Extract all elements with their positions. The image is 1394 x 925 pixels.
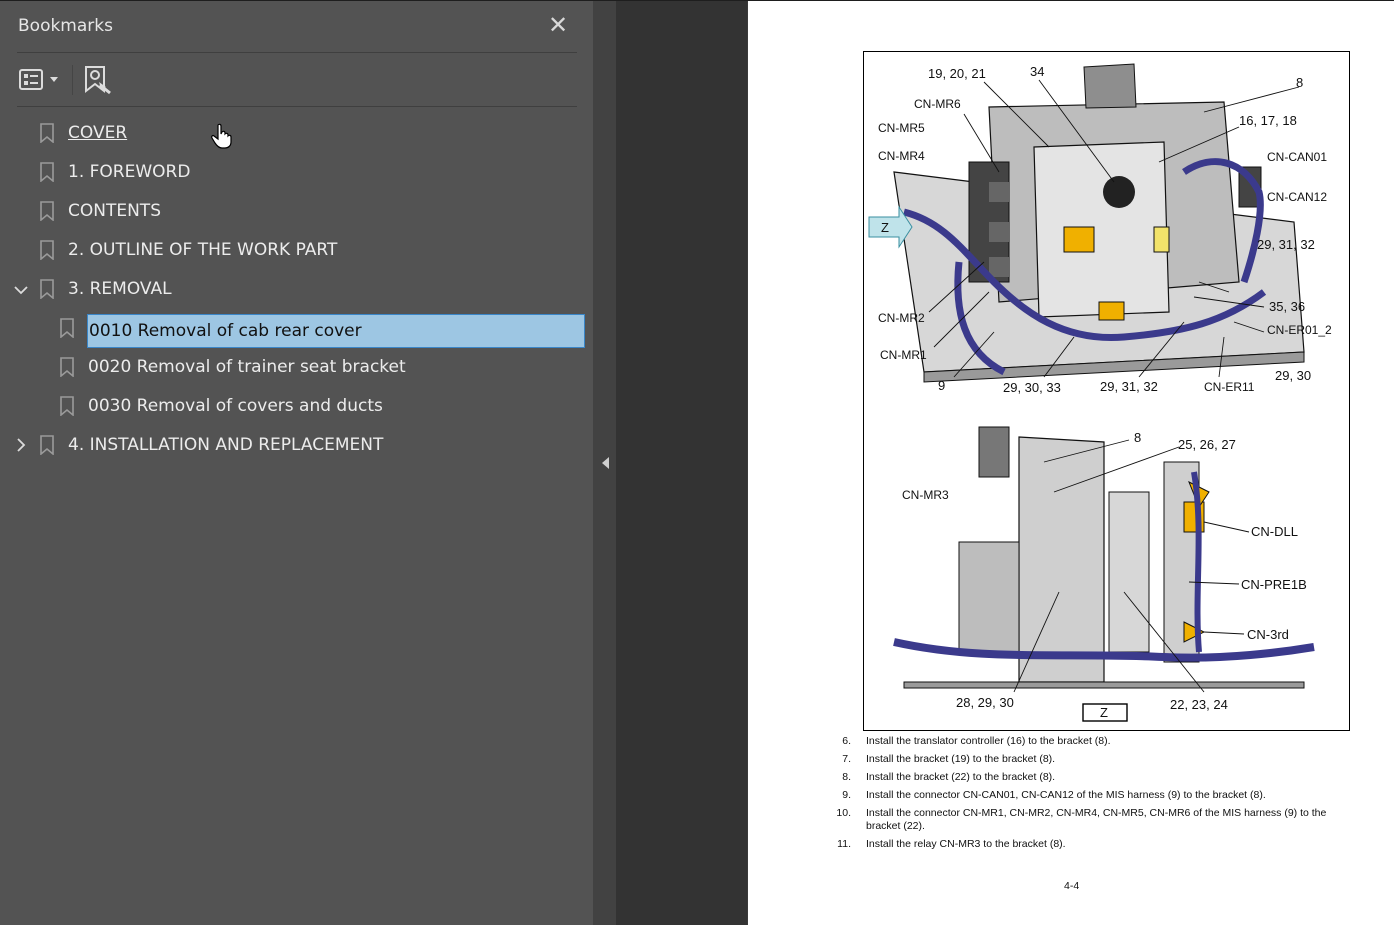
bookmark-icon bbox=[40, 162, 54, 182]
bookmark-label: 3. REMOVAL bbox=[68, 279, 172, 299]
collapse-panel-icon[interactable] bbox=[600, 455, 610, 471]
bookmark-icon bbox=[40, 435, 54, 455]
figure-frame: 19, 20, 21 34 8 CN-MR6 16, 17, 18 CN-MR5… bbox=[863, 51, 1350, 731]
view-z-label: Z bbox=[1100, 705, 1108, 720]
bookmark-icon bbox=[60, 318, 74, 338]
instruction-step: 8.Install the bracket (22) to the bracke… bbox=[842, 771, 1056, 783]
close-icon[interactable]: ✕ bbox=[547, 11, 569, 39]
bookmark-icon bbox=[40, 123, 54, 143]
callout: 25, 26, 27 bbox=[1178, 437, 1236, 452]
chevron-down-icon[interactable] bbox=[14, 283, 28, 297]
callout: 8 bbox=[1134, 430, 1142, 445]
list-options-icon bbox=[19, 69, 58, 90]
document-gutter bbox=[616, 1, 747, 925]
bookmark-item-removal[interactable]: 3. REMOVAL bbox=[40, 272, 172, 306]
bookmark-find-icon bbox=[85, 66, 111, 95]
callout: CN-ER11 bbox=[1204, 380, 1255, 394]
callout: 29, 30, 33 bbox=[1003, 380, 1061, 395]
bookmark-label: 0020 Removal of trainer seat bracket bbox=[88, 357, 406, 377]
callout: CN-DLL bbox=[1251, 524, 1298, 539]
callout: CN-3rd bbox=[1247, 627, 1289, 642]
page-number: 4-4 bbox=[1064, 880, 1080, 892]
find-bookmark-button[interactable] bbox=[84, 65, 112, 95]
panel-divider bbox=[17, 106, 577, 107]
bookmark-label: 2. OUTLINE OF THE WORK PART bbox=[68, 240, 338, 260]
callout: 29, 31, 32 bbox=[1257, 237, 1315, 252]
instruction-step: 7.Install the bracket (19) to the bracke… bbox=[842, 753, 1056, 765]
bookmark-icon bbox=[40, 279, 54, 299]
assembly-diagram bbox=[868, 63, 1315, 722]
callout: 35, 36 bbox=[1269, 299, 1306, 314]
callout: CN-CAN12 bbox=[1267, 190, 1328, 204]
callout: 22, 23, 24 bbox=[1170, 697, 1228, 712]
callout: CN-MR4 bbox=[878, 149, 925, 163]
window-top-border bbox=[0, 0, 1394, 1]
callout: CN-CAN01 bbox=[1267, 150, 1328, 164]
bookmark-item-trainer-seat-bracket[interactable]: 0020 Removal of trainer seat bracket bbox=[60, 350, 406, 384]
hand-cursor-icon bbox=[211, 123, 232, 149]
callout: 29, 30 bbox=[1275, 368, 1312, 383]
bookmark-label: 0030 Removal of covers and ducts bbox=[88, 396, 383, 416]
callout: 34 bbox=[1030, 64, 1045, 79]
instruction-step: 10.Install the connector CN-MR1, CN-MR2,… bbox=[836, 807, 1327, 832]
callout: Z bbox=[881, 220, 889, 235]
callout: CN-ER01_2 bbox=[1267, 323, 1332, 337]
document-page: 19, 20, 21 34 8 CN-MR6 16, 17, 18 CN-MR5… bbox=[748, 1, 1394, 925]
callout: 28, 29, 30 bbox=[956, 695, 1014, 710]
callout: 8 bbox=[1296, 75, 1304, 90]
bookmark-options-button[interactable] bbox=[18, 67, 62, 93]
bookmark-label: COVER bbox=[68, 123, 128, 143]
bookmark-icon bbox=[60, 396, 74, 416]
bookmark-item-contents[interactable]: CONTENTS bbox=[40, 194, 161, 228]
bookmark-icon bbox=[40, 240, 54, 260]
bookmark-icon bbox=[40, 201, 54, 221]
panel-title: Bookmarks bbox=[18, 16, 113, 36]
instruction-step: 6.Install the translator controller (16)… bbox=[842, 735, 1111, 747]
bookmark-label: 1. FOREWORD bbox=[68, 162, 191, 182]
toolbar-divider bbox=[72, 65, 73, 95]
bookmarks-panel: Bookmarks ✕ COVER 1. FOREWORD CONTENTS bbox=[0, 1, 593, 925]
bookmark-item-covers-and-ducts[interactable]: 0030 Removal of covers and ducts bbox=[60, 389, 383, 423]
bookmark-label: 4. INSTALLATION AND REPLACEMENT bbox=[68, 435, 384, 455]
callout: CN-MR2 bbox=[878, 311, 925, 325]
callout: CN-MR5 bbox=[878, 121, 925, 135]
callout: CN-MR6 bbox=[914, 97, 961, 111]
instruction-step: 9.Install the connector CN-CAN01, CN-CAN… bbox=[842, 789, 1266, 801]
panel-divider bbox=[17, 52, 577, 53]
bookmark-label: 0010 Removal of cab rear cover bbox=[89, 321, 362, 341]
instruction-step: 11.Install the relay CN-MR3 to the brack… bbox=[837, 838, 1066, 850]
callout: 29, 31, 32 bbox=[1100, 379, 1158, 394]
bookmark-item-cover[interactable]: COVER bbox=[40, 116, 127, 150]
bookmark-item-cab-rear-cover[interactable]: 0010 Removal of cab rear cover bbox=[87, 314, 585, 348]
callout: CN-MR1 bbox=[880, 348, 927, 362]
bookmark-item-foreword[interactable]: 1. FOREWORD bbox=[40, 155, 190, 189]
instruction-list: 6.Install the translator controller (16)… bbox=[833, 735, 1353, 856]
bookmark-item-outline[interactable]: 2. OUTLINE OF THE WORK PART bbox=[40, 233, 337, 267]
callout: 9 bbox=[938, 378, 946, 393]
callout: CN-PRE1B bbox=[1241, 577, 1307, 592]
bookmark-icon bbox=[60, 357, 74, 377]
bookmark-label: CONTENTS bbox=[68, 201, 161, 221]
bookmark-item-installation[interactable]: 4. INSTALLATION AND REPLACEMENT bbox=[40, 428, 383, 462]
chevron-right-icon[interactable] bbox=[14, 438, 28, 452]
callout: 19, 20, 21 bbox=[928, 66, 986, 81]
callout: 16, 17, 18 bbox=[1239, 113, 1297, 128]
callout: CN-MR3 bbox=[902, 488, 949, 502]
